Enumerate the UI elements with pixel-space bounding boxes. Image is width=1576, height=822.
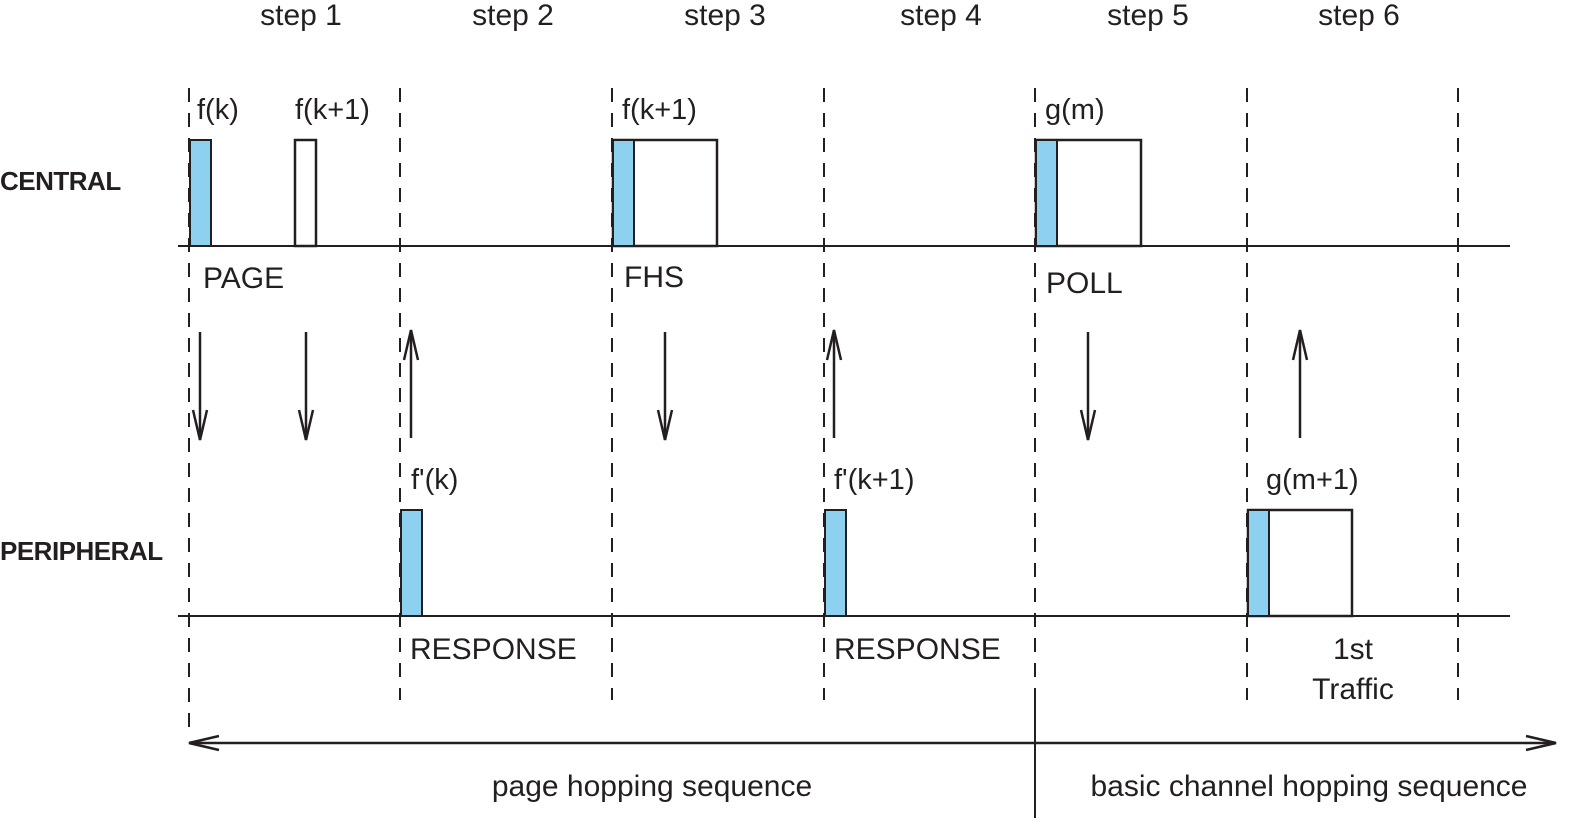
central-freq-label-3: f(k+1) — [622, 94, 697, 126]
down-arrow-icon — [191, 332, 209, 441]
peripheral-traffic-label-line1: 1st — [1333, 633, 1374, 666]
step-4-label: step 4 — [900, 0, 982, 32]
step-1-label: step 1 — [260, 0, 342, 32]
central-row-label: CENTRAL — [0, 166, 121, 196]
peripheral-freq-label-1: f'(k) — [411, 464, 458, 496]
central-page-packet-2 — [293, 138, 318, 248]
central-fhs-packet-header — [612, 139, 635, 247]
peripheral-traffic-label-line2: Traffic — [1312, 673, 1394, 706]
down-arrow-icon — [1079, 332, 1097, 441]
up-arrow-icon — [1291, 329, 1309, 438]
peripheral-response-packet-2 — [824, 509, 847, 617]
central-page-label: PAGE — [203, 262, 284, 295]
peripheral-freq-label-3: g(m+1) — [1266, 464, 1359, 496]
basic-channel-hopping-sequence-label: basic channel hopping sequence — [1090, 770, 1527, 803]
up-arrow-icon — [402, 329, 420, 438]
central-freq-label-1: f(k) — [197, 94, 239, 126]
central-page-packet-1 — [189, 139, 212, 247]
step-3-label: step 3 — [684, 0, 766, 32]
down-arrow-icon — [656, 332, 674, 441]
peripheral-row-label: PERIPHERAL — [0, 536, 163, 566]
peripheral-response-label-1: RESPONSE — [410, 633, 577, 666]
page-hopping-sequence-label: page hopping sequence — [492, 770, 812, 803]
sequence-span-arrow-icon — [188, 734, 1557, 752]
central-poll-packet-header — [1035, 139, 1058, 247]
peripheral-response-label-2: RESPONSE — [834, 633, 1001, 666]
central-fhs-label: FHS — [624, 261, 684, 294]
step-6-label: step 6 — [1318, 0, 1400, 32]
peripheral-traffic-packet-header — [1247, 509, 1270, 617]
central-poll-label: POLL — [1046, 267, 1123, 300]
peripheral-response-packet-1 — [400, 509, 423, 617]
up-arrow-icon — [825, 329, 843, 438]
central-freq-label-2: f(k+1) — [295, 94, 370, 126]
central-freq-label-4: g(m) — [1045, 94, 1105, 126]
peripheral-freq-label-2: f'(k+1) — [834, 464, 914, 496]
down-arrow-icon — [297, 332, 315, 441]
step-5-label: step 5 — [1107, 0, 1189, 32]
step-2-label: step 2 — [472, 0, 554, 32]
